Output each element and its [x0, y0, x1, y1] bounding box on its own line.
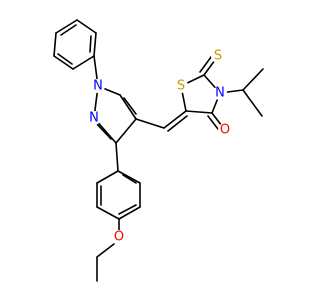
atom-label-o-carbonyl: O	[220, 123, 230, 138]
bond-phenyl-2	[93, 32, 97, 57]
atom-label-o-ether: O	[114, 230, 124, 245]
bond-phenyl-double-c	[57, 53, 73, 65]
bond-pyrazole-double-b	[94, 121, 112, 140]
bond-phenyl-3	[76, 19, 97, 34]
bond-isopropyl-upper	[242, 68, 264, 91]
chemical-structure-diagram: N N S N O S O	[53, 19, 264, 282]
bond-pyrazole-to-methine	[135, 118, 165, 129]
atom-label-s-thione: S	[214, 49, 222, 64]
bond-pyrazole-c4-c3	[115, 118, 137, 144]
atom-label-layer: N N S N O S O	[87, 49, 232, 245]
bond-layer	[53, 19, 264, 282]
bond-aryl-3	[118, 206, 141, 220]
bond-aryl-double-b	[118, 204, 137, 215]
bond-methine-to-thiazolidine	[163, 110, 187, 129]
atom-label-n-pyrazole-2: N	[89, 111, 99, 126]
bond-aryl-4	[96, 206, 120, 220]
bond-isopropyl-lower	[242, 89, 263, 117]
bond-pyrazole-c5-c4	[119, 94, 137, 120]
bond-aryl-6	[96, 170, 119, 184]
bond-aryl-double-a	[122, 174, 137, 184]
atom-label-n-pyrazole-1: N	[93, 79, 103, 94]
bond-phenyl-6	[53, 55, 74, 70]
bond-phenyl-double-a	[89, 35, 92, 53]
bond-pyrazole-double-a	[123, 97, 137, 115]
bond-phenyl-1	[72, 55, 95, 70]
bond-phenyl-5	[53, 32, 57, 57]
atom-label-s-thiazolidine: S	[177, 79, 185, 94]
bond-aryl-1	[117, 170, 141, 184]
bond-pyrazole-to-aryl	[115, 142, 119, 172]
bond-oxygen-to-ethyl	[96, 243, 115, 258]
bond-methine-double	[167, 115, 188, 132]
atom-label-n-thiazolidine: N	[215, 86, 225, 101]
bond-phenyl-4	[55, 19, 78, 34]
bond-phenyl-double-b	[60, 24, 77, 36]
bond-thiazolidine-c4-c5	[185, 110, 213, 114]
